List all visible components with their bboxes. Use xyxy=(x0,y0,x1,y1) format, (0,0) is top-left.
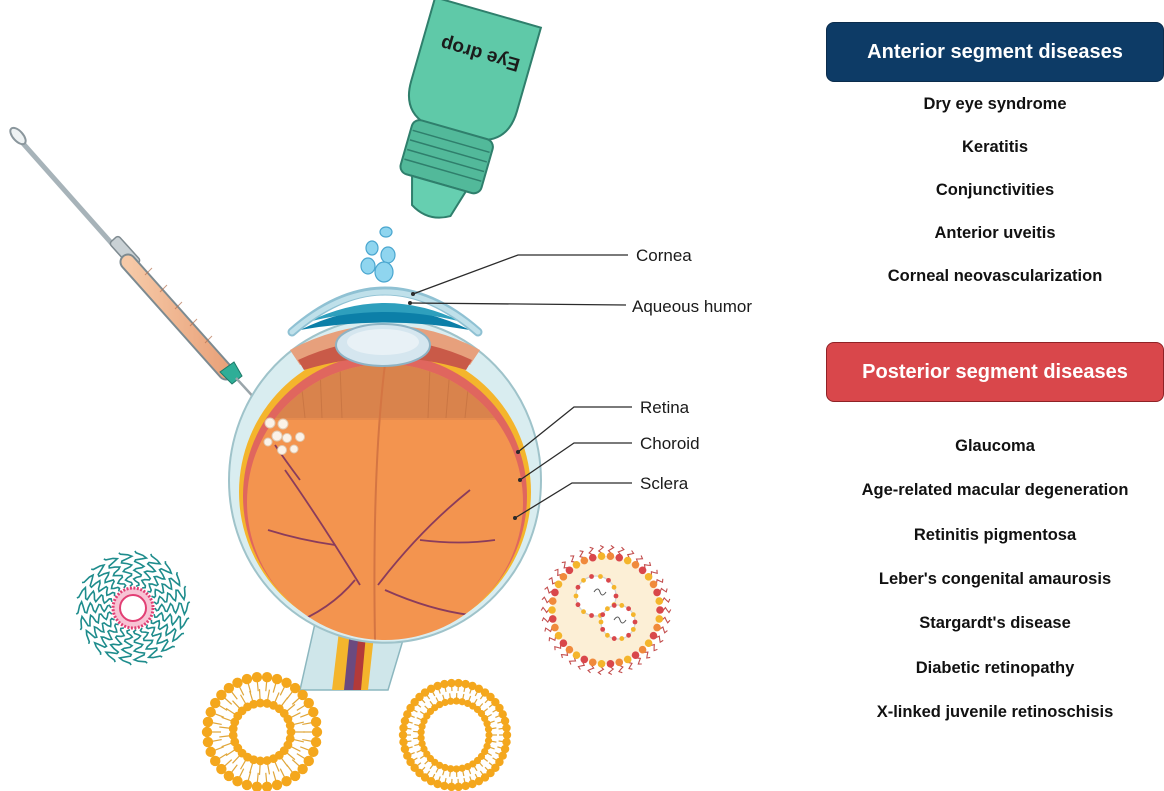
disease-item: Keratitis xyxy=(826,138,1164,157)
disease-item: Retinitis pigmentosa xyxy=(826,526,1164,545)
micelle-nanocarrier-icon xyxy=(76,551,189,665)
label-sclera: Sclera xyxy=(640,474,689,493)
syringe-icon xyxy=(8,125,258,402)
disease-item: X-linked juvenile retinoschisis xyxy=(826,703,1164,722)
label-choroid: Choroid xyxy=(640,434,700,453)
anterior-segment-header: Anterior segment diseases xyxy=(826,22,1164,82)
multilayer-liposome-icon xyxy=(541,545,671,674)
label-cornea: Cornea xyxy=(636,246,692,265)
disease-item: Conjunctivities xyxy=(826,181,1164,200)
disease-item: Corneal neovascularization xyxy=(826,267,1164,286)
disease-item: Leber's congenital amaurosis xyxy=(826,570,1164,589)
disease-item: Anterior uveitis xyxy=(826,224,1164,243)
label-retina: Retina xyxy=(640,398,690,417)
anterior-segment-title: Anterior segment diseases xyxy=(867,41,1123,64)
eye-drop-bottle-icon xyxy=(377,0,541,231)
solid-lipid-nanoparticle-icon xyxy=(399,679,511,791)
eyeball-icon xyxy=(229,291,541,643)
posterior-segment-header: Posterior segment diseases xyxy=(826,342,1164,402)
droplets-icon xyxy=(361,227,395,282)
disease-item: Diabetic retinopathy xyxy=(826,659,1164,678)
disease-item: Glaucoma xyxy=(826,437,1164,456)
label-aqueous-humor: Aqueous humor xyxy=(632,297,752,316)
disease-item: Age-related macular degeneration xyxy=(826,481,1164,500)
disease-item: Dry eye syndrome xyxy=(826,95,1164,114)
disease-item: Stargardt's disease xyxy=(826,614,1164,633)
posterior-segment-title: Posterior segment diseases xyxy=(862,361,1128,384)
